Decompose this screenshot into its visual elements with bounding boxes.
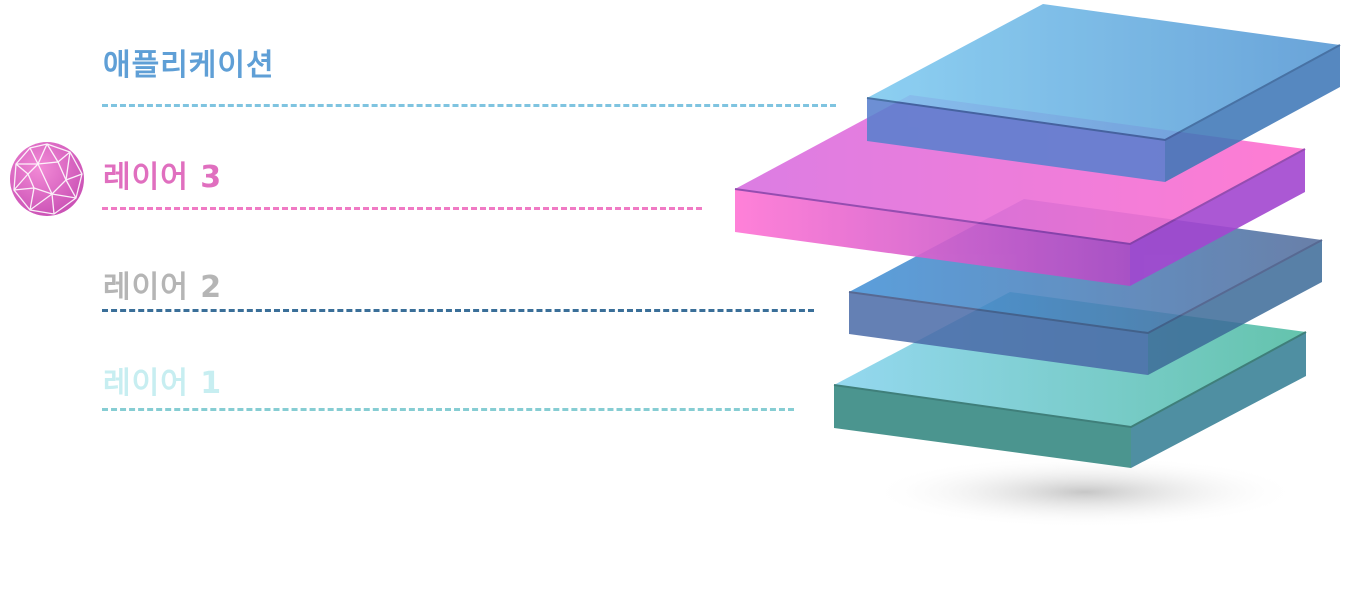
stack-shadow — [870, 456, 1300, 528]
label-layer-3: 레이어 3 — [103, 160, 223, 195]
guide-line-layer-3 — [102, 207, 702, 210]
guide-line-layer-1 — [102, 408, 794, 411]
guide-line-application — [102, 104, 836, 107]
guide-line-layer-2 — [102, 309, 814, 312]
geodesic-sphere-icon — [10, 142, 84, 216]
label-layer-2: 레이어 2 — [103, 270, 223, 305]
slab-application — [866, 4, 1341, 182]
label-application: 애플리케이션 — [103, 48, 275, 83]
label-layer-1: 레이어 1 — [103, 366, 223, 401]
